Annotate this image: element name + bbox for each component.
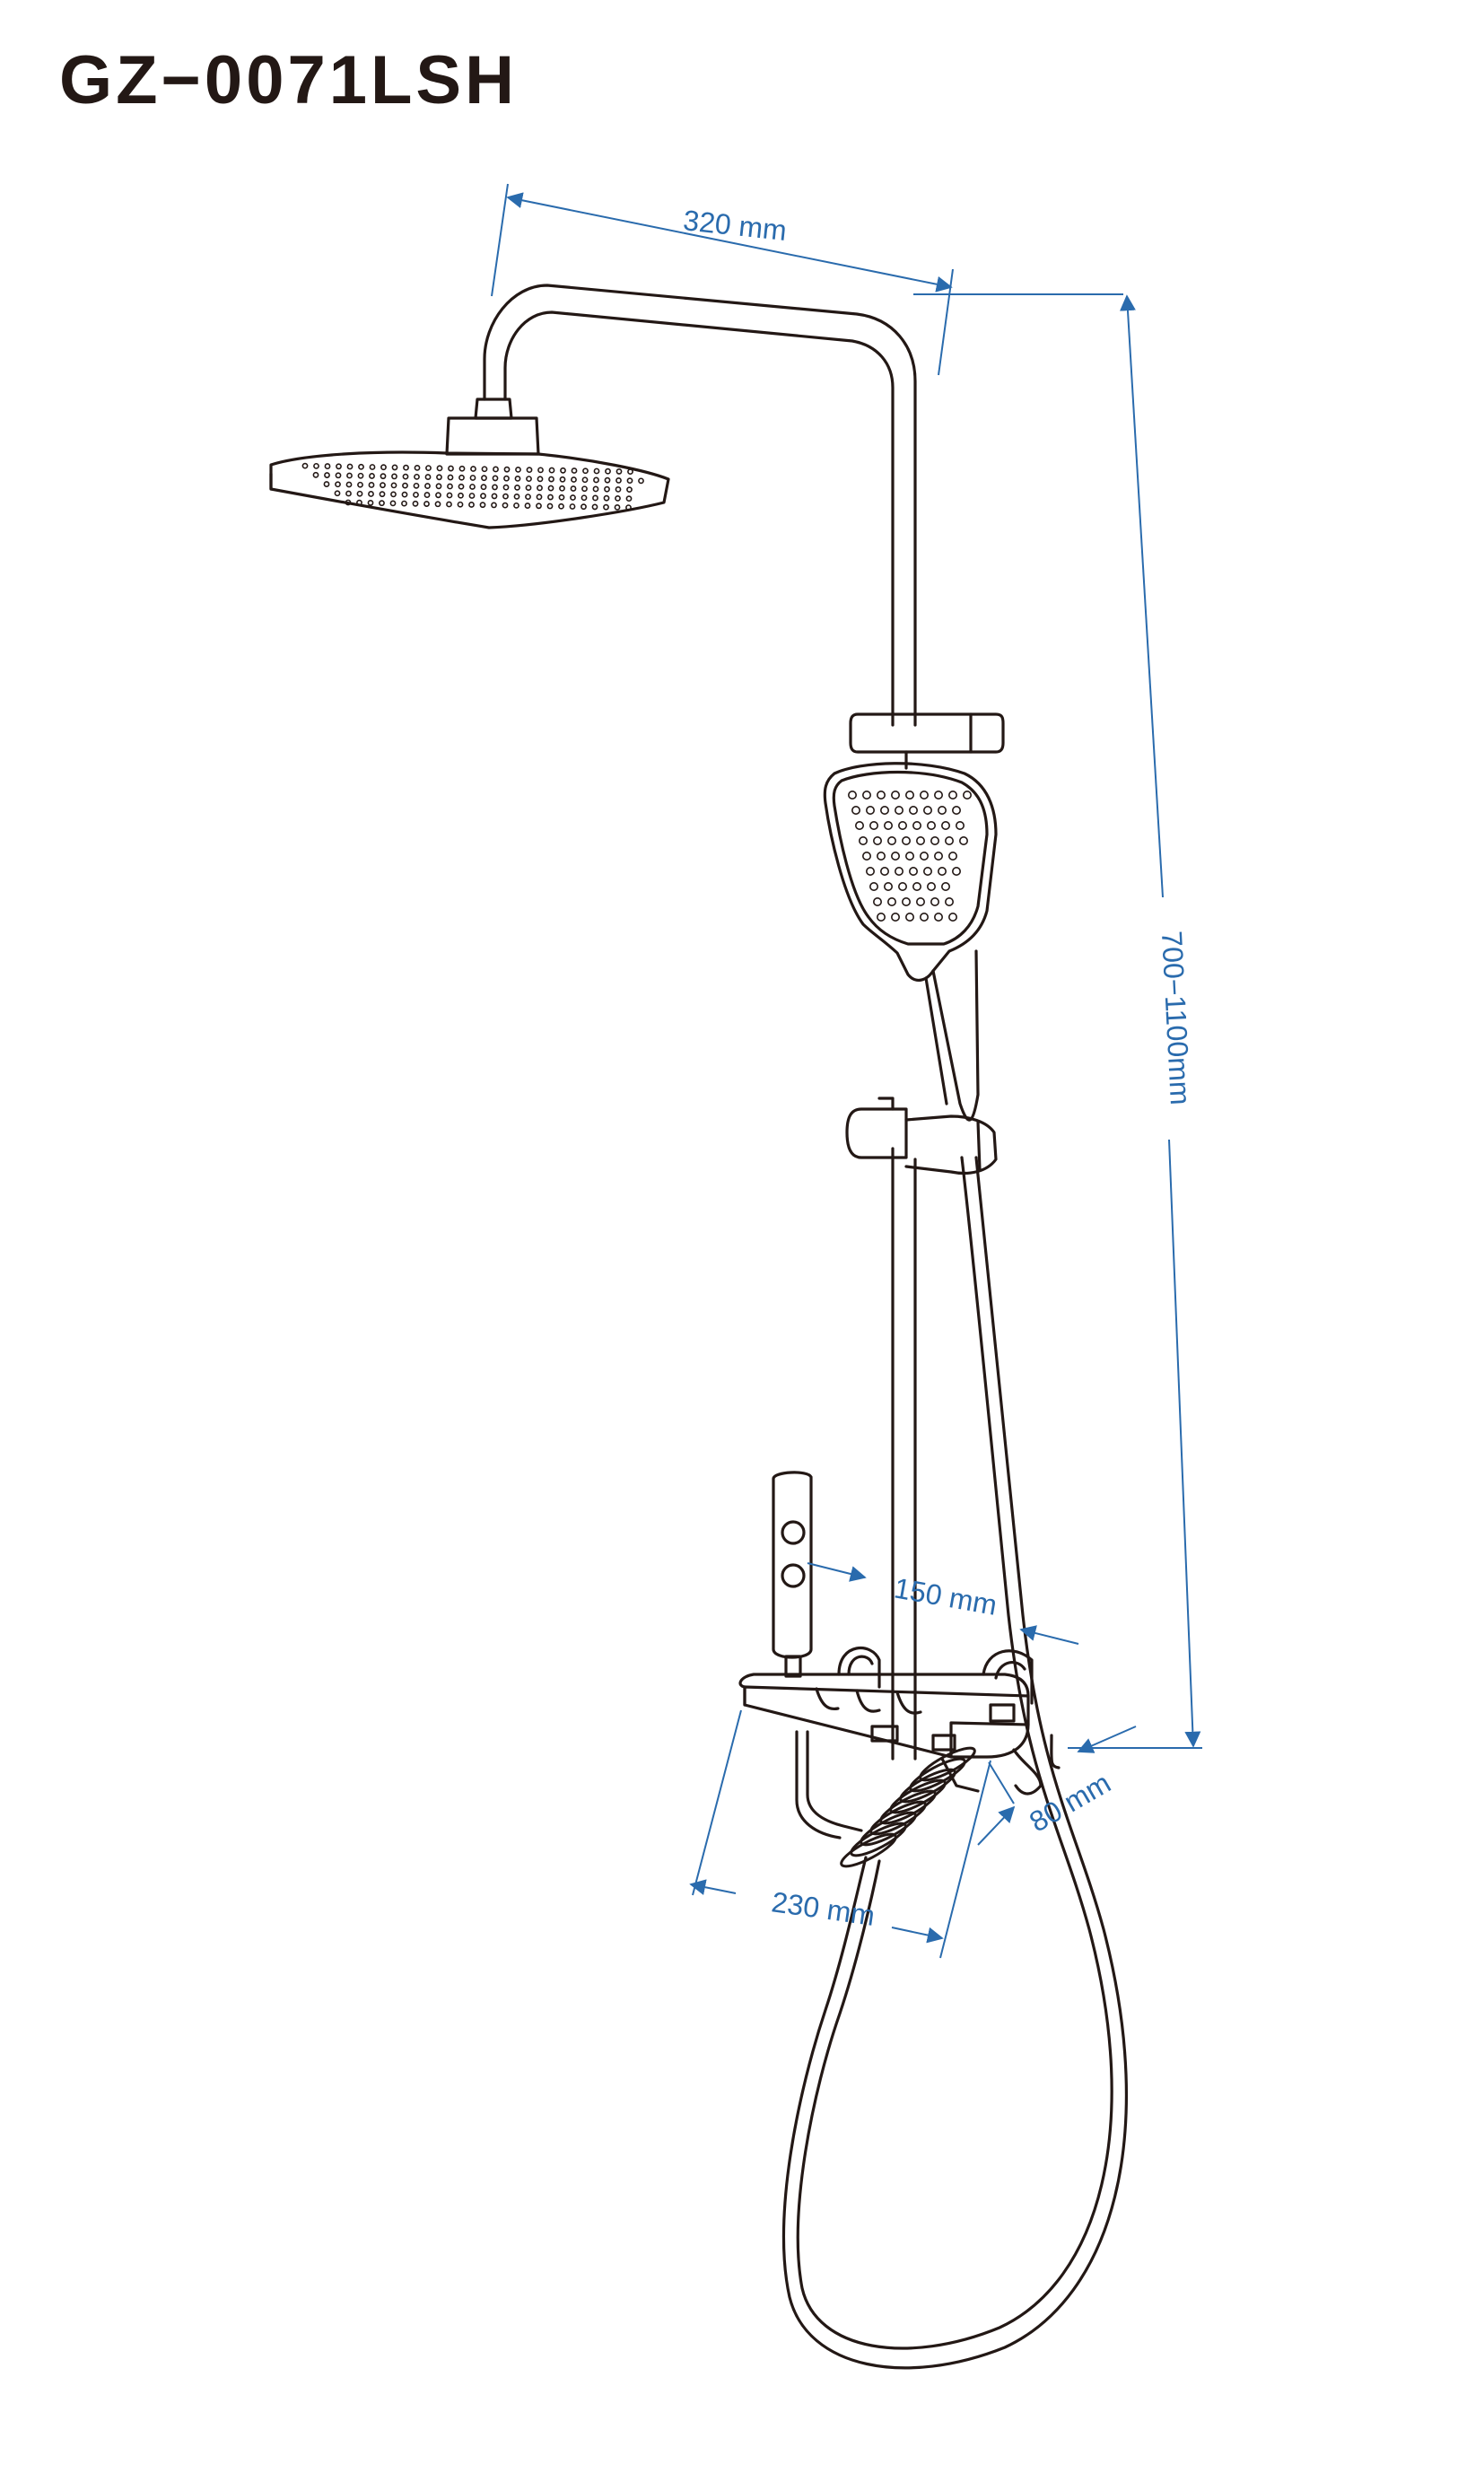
shower-hose — [781, 1156, 1129, 2370]
model-title: GZ−0071LSH — [59, 42, 518, 118]
dimension-label-150: 150 mm — [892, 1571, 1000, 1621]
dimension-230: 230 mm — [689, 1709, 991, 1959]
coiled-hose — [795, 1730, 980, 1868]
dimension-label-320: 320 mm — [682, 204, 789, 247]
dimension-height: 700−1100mm — [913, 293, 1202, 1749]
hand-nozzle-grid — [847, 790, 973, 922]
left-valve — [837, 1647, 881, 1689]
dimension-label-230: 230 mm — [770, 1885, 877, 1932]
hand-shower — [823, 762, 998, 1122]
dimension-150: 150 mm — [807, 1562, 1079, 1645]
dimension-320: 320 mm — [491, 183, 954, 376]
rain-nozzle-grid — [301, 462, 644, 511]
upper-holder — [849, 712, 1005, 770]
dimension-label-height: 700−1100mm — [1156, 931, 1197, 1106]
bidet-sprayer — [772, 1471, 813, 1678]
shower-riser-pipe — [483, 284, 917, 1761]
rain-shower-head — [269, 398, 670, 529]
coil-rings — [840, 1746, 976, 1868]
storage-shelf — [738, 1673, 1061, 1770]
